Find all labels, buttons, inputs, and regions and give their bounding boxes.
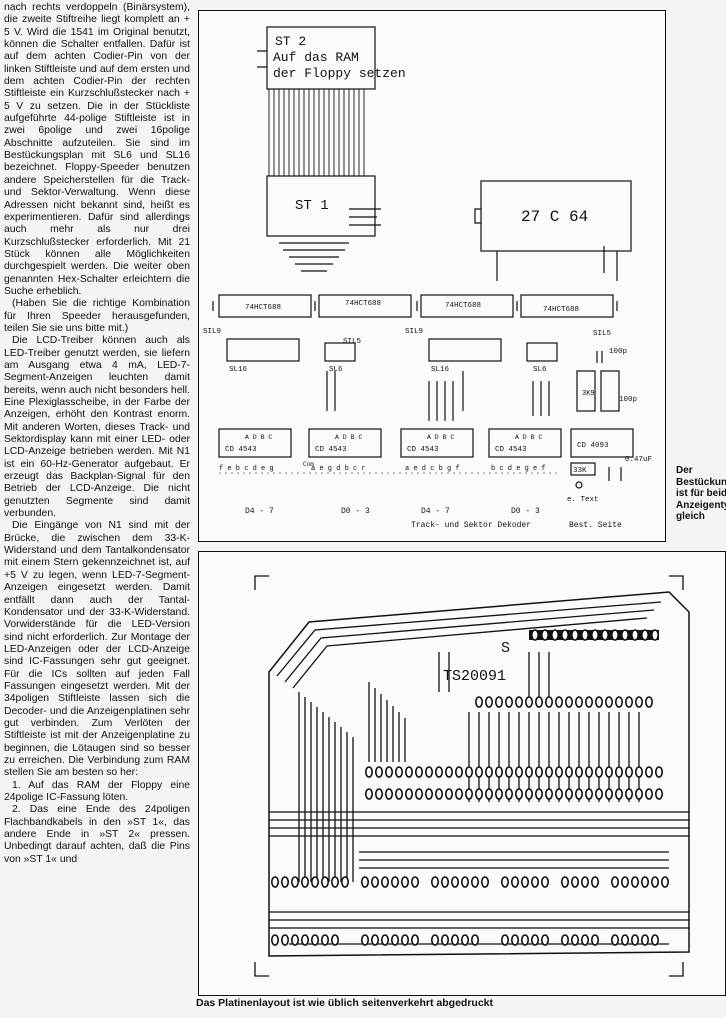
resistor-3k9-1 — [576, 370, 596, 412]
r33k-label: 33K — [573, 467, 587, 475]
driver-pins: A D B C — [515, 434, 542, 441]
paragraph: Die LCD-Treiber können auch als LED-Trei… — [4, 335, 190, 520]
eprom-label: 27 C 64 — [521, 208, 588, 226]
eprom-27c64 — [480, 180, 632, 252]
cap2-label: 100p — [619, 396, 637, 404]
sl16-header-1 — [226, 338, 300, 362]
st2-connector — [266, 26, 376, 90]
segment-row: a e d c b g f — [405, 465, 460, 473]
st1-label: ST 1 — [295, 198, 329, 214]
etext-label: e. Text — [567, 496, 599, 504]
best-seite-label: Best. Seite — [569, 521, 622, 530]
sl16-header-2 — [428, 338, 502, 362]
track-label: Track- und Sektor Dekoder — [411, 521, 531, 530]
ic-74hct688-3 — [420, 294, 514, 318]
driver-cd4543-2 — [308, 428, 382, 458]
sl-label: SL16 — [431, 366, 450, 374]
sil-label: SIL5 — [593, 330, 612, 338]
sil-label: SIL5 — [343, 338, 362, 346]
pad-row-4 — [365, 788, 663, 800]
pad-row-5 — [271, 876, 669, 888]
pad-row-1 — [530, 629, 659, 641]
sl-label: SL6 — [533, 366, 547, 374]
segment-row: a e g d b c r — [311, 465, 366, 473]
ic-label: 74HCT688 — [345, 300, 381, 308]
driver-pins: A D B C — [427, 434, 454, 441]
driver-pins: A D B C — [245, 434, 272, 441]
st2-line-2: Auf das RAM — [273, 50, 359, 65]
paragraph: nach rechts verdoppeln (Binärsystem), di… — [4, 2, 190, 297]
driver-pins: A D B C — [335, 434, 362, 441]
sil-label: SIL9 — [405, 328, 423, 336]
driver-label: CD 4543 — [315, 446, 347, 454]
driver-cd4543-3 — [400, 428, 474, 458]
com-label: Com — [303, 461, 314, 468]
paragraph: 2. Das eine Ende des 24poligen Flachband… — [4, 804, 190, 865]
segment-row: f e b c d e g — [219, 465, 274, 473]
paragraph: 1. Auf das RAM der Floppy eine 24polige … — [4, 779, 190, 803]
component-layout-drawing: ST 2 Auf das RAM der Floppy setzen ST 1 … — [203, 26, 652, 530]
driver-cd4543-1 — [218, 428, 292, 458]
digit-label: D4 - 7 — [245, 507, 274, 516]
paragraph: Die Eingänge von N1 sind mit der Brücke,… — [4, 520, 190, 779]
sl-label: SL16 — [229, 366, 248, 374]
segment-row: b c d e g e f — [491, 465, 546, 473]
digit-label: D0 - 3 — [341, 507, 370, 516]
digit-label: D4 - 7 — [421, 507, 450, 516]
pcb-s-label: S — [501, 640, 510, 657]
cd4093-label: CD 4093 — [577, 442, 609, 450]
driver-label: CD 4543 — [407, 446, 439, 454]
tantal-label: 0.47uF — [625, 456, 652, 464]
gate-cd4093 — [570, 428, 634, 458]
ic-74hct688-1 — [218, 294, 312, 318]
resistor-label: 3K9 — [582, 390, 595, 398]
sl-label: SL6 — [329, 366, 343, 374]
driver-cd4543-4 — [488, 428, 562, 458]
cap-label: 100p — [609, 348, 627, 356]
st2-line-3: der Floppy setzen — [273, 66, 406, 81]
ic-label: 74HCT688 — [245, 304, 281, 312]
pcb-layout-drawing: TS20091 S — [254, 575, 690, 977]
pad-row-6 — [271, 934, 659, 946]
ic-label: 74HCT688 — [445, 302, 481, 310]
ic-74hct688-4 — [520, 294, 614, 318]
paragraph: (Haben Sie die richtige Kombination für … — [4, 298, 190, 334]
side-caption: Der Bestückungsplan ist für beide Anzeig… — [676, 465, 726, 522]
pad-row-3 — [365, 766, 663, 778]
pcb-code-label: TS20091 — [443, 668, 506, 685]
sil-label: SIL9 — [203, 328, 221, 336]
digit-label: D0 - 3 — [511, 507, 540, 516]
sl6-header-2 — [526, 342, 558, 362]
driver-label: CD 4543 — [495, 446, 527, 454]
st1-connector — [266, 175, 376, 237]
bottom-caption: Das Platinenlayout ist wie üblich seiten… — [196, 997, 494, 1009]
driver-label: CD 4543 — [225, 446, 257, 454]
resistor-3k9-2 — [600, 370, 620, 412]
ic-label: 74HCT688 — [543, 306, 579, 314]
st2-line-1: ST 2 — [275, 34, 306, 49]
component-layout-figure: ST 2 Auf das RAM der Floppy setzen ST 1 … — [198, 10, 666, 542]
pad-row-2 — [474, 696, 653, 708]
sl6-header-1 — [324, 342, 356, 362]
article-text-column: nach rechts verdoppeln (Binärsystem), di… — [4, 2, 190, 866]
ic-74hct688-2 — [318, 294, 412, 318]
pcb-layout-figure: TS20091 S — [198, 551, 726, 996]
